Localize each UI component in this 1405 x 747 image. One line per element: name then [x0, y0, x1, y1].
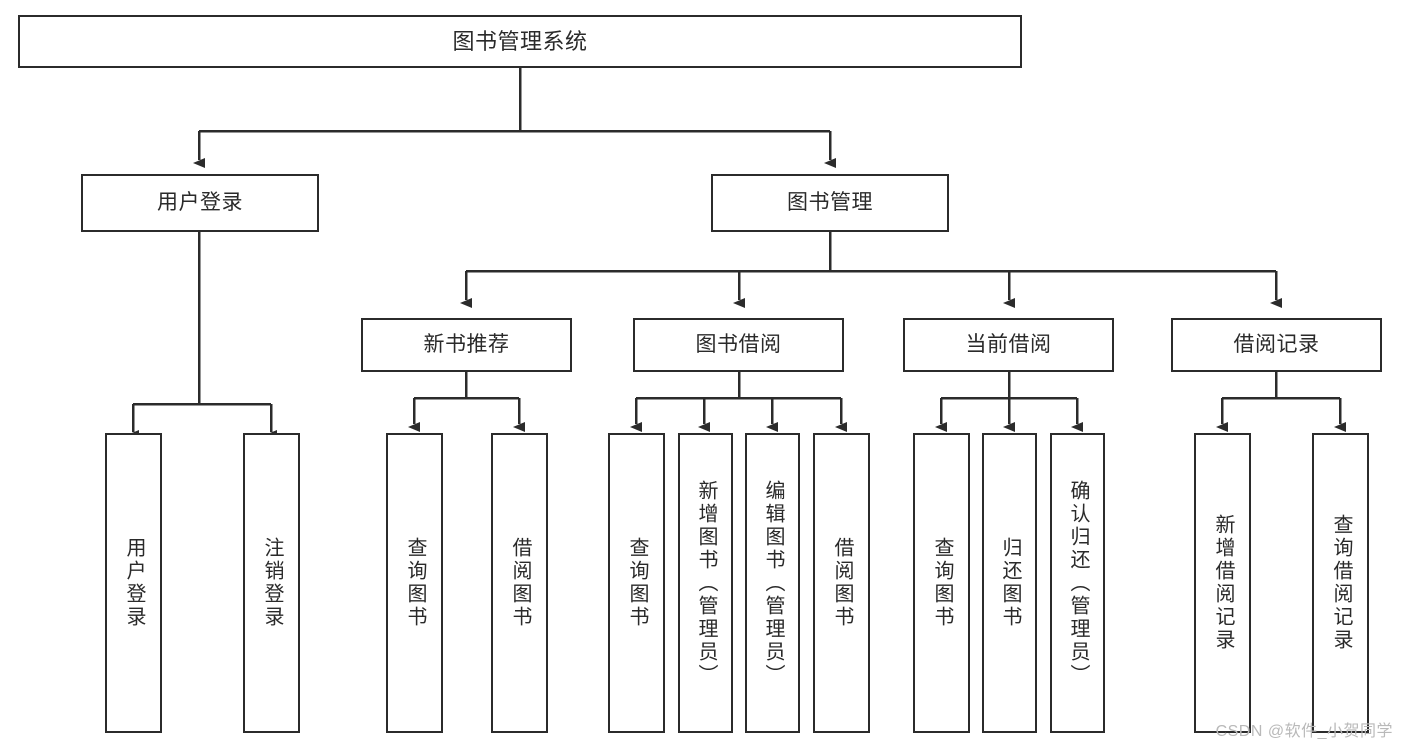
node-leaf-borrow-book-newbook[interactable]: 借阅图书: [491, 433, 548, 733]
node-leaf-add-borrow-record[interactable]: 新增借阅记录: [1194, 433, 1251, 733]
node-leaf-query-book-newbook[interactable]: 查询图书: [386, 433, 443, 733]
node-label: 查询图书: [626, 537, 648, 629]
node-label: 图书借阅: [695, 332, 782, 356]
node-new-book-recommend[interactable]: 新书推荐: [361, 318, 572, 372]
node-leaf-borrow-book[interactable]: 借阅图书: [813, 433, 870, 733]
node-label: 当前借阅: [965, 332, 1052, 356]
node-label: 查询图书: [931, 537, 953, 629]
node-label: 注销登录: [261, 537, 283, 629]
node-book-management[interactable]: 图书管理: [711, 174, 949, 232]
node-current-borrow[interactable]: 当前借阅: [903, 318, 1114, 372]
node-label: 新增图书（管理员）: [695, 479, 717, 687]
node-leaf-query-book-borrow[interactable]: 查询图书: [608, 433, 665, 733]
node-label: 借阅记录: [1233, 332, 1320, 356]
node-leaf-edit-book-admin[interactable]: 编辑图书（管理员）: [745, 433, 800, 733]
node-label: 编辑图书（管理员）: [762, 479, 784, 687]
node-label: 新增借阅记录: [1212, 514, 1234, 652]
node-label: 新书推荐: [423, 332, 510, 356]
node-leaf-query-book-current[interactable]: 查询图书: [913, 433, 970, 733]
node-label: 确认归还（管理员）: [1067, 479, 1089, 687]
node-leaf-add-book-admin[interactable]: 新增图书（管理员）: [678, 433, 733, 733]
node-leaf-user-login[interactable]: 用户登录: [105, 433, 162, 733]
node-leaf-confirm-return-admin[interactable]: 确认归还（管理员）: [1050, 433, 1105, 733]
node-user-login[interactable]: 用户登录: [81, 174, 319, 232]
node-label: 借阅图书: [509, 537, 531, 629]
node-leaf-return-book[interactable]: 归还图书: [982, 433, 1037, 733]
node-root-book-management-system[interactable]: 图书管理系统: [18, 15, 1022, 68]
node-label: 用户登录: [157, 190, 243, 214]
node-label: 图书管理系统: [452, 28, 588, 54]
node-label: 归还图书: [999, 537, 1021, 629]
node-label: 查询借阅记录: [1330, 514, 1352, 652]
node-leaf-query-borrow-record[interactable]: 查询借阅记录: [1312, 433, 1369, 733]
node-label: 借阅图书: [831, 537, 853, 629]
node-label: 查询图书: [404, 537, 426, 629]
node-label: 图书管理: [787, 190, 873, 214]
node-borrow-record[interactable]: 借阅记录: [1171, 318, 1382, 372]
node-book-borrow[interactable]: 图书借阅: [633, 318, 844, 372]
node-label: 用户登录: [123, 537, 145, 629]
node-leaf-logout[interactable]: 注销登录: [243, 433, 300, 733]
